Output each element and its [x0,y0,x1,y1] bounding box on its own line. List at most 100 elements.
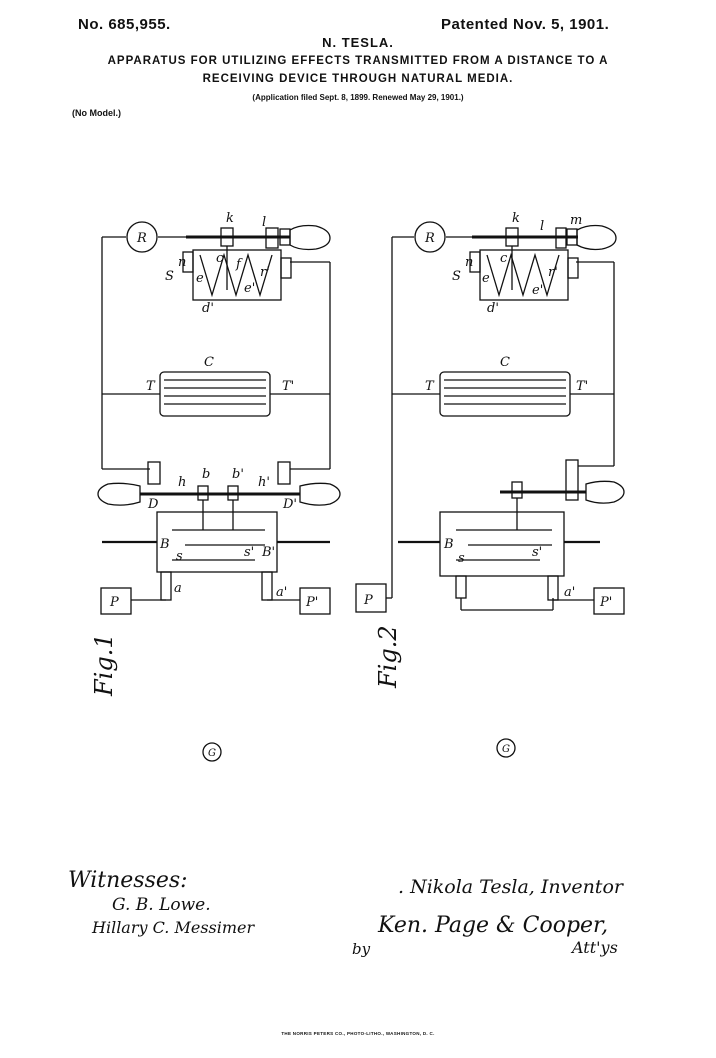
fig2-lower-post-right [565,459,579,501]
fig2-label-m: m [570,213,582,228]
fig2-label-d: d' [487,301,499,316]
fig2-upper-handle [576,224,617,251]
fig1-label-B2: B' [261,545,275,560]
fig1-label-S: S [165,269,174,284]
application-dates: (Application filed Sept. 8, 1899. Renewe… [252,93,464,102]
fig1-lower-handle-left [97,482,141,506]
fig1-post-a2 [261,571,273,601]
fig2-label-P: P [363,593,373,608]
fig2-label-e: e [482,271,490,286]
patent-number: No. 685,955. [78,16,171,33]
witness-signature-2: Hillary C. Messimer [92,918,255,937]
patent-drawing: R S n e k l c f e' d' r' C T T' D h b b'… [90,211,625,762]
fig2-label-B: B [443,537,454,552]
fig1-label-a: a [174,581,182,596]
fig2-plate-p2 [593,587,625,615]
fig1-label-P2: P' [305,595,318,610]
fig1-label-h2: h' [258,475,270,490]
fig1-lower-box [156,511,278,573]
fig2-label-S: S [452,269,461,284]
fig1-label-a2: a' [276,585,287,600]
fig1-lower-handle-right [299,482,341,506]
fig2-post-a [455,575,467,599]
fig2-upper-clamp2 [555,227,567,249]
figure-1: R S n e k l c f e' d' r' C T T' D h b b'… [90,211,341,762]
fig2-zigzag-spring [486,252,560,298]
figure-2: R S n e k l m c e' d' r' C T T' B s s' P… [355,211,625,758]
fig2-post-a2 [547,575,559,601]
fig1-label-l: l [262,215,266,230]
fig2-label-e2: e' [532,283,543,298]
fig1-zigzag-spring [199,252,273,298]
fig2-label-k: k [512,211,520,226]
fig1-label-s: s [176,549,183,564]
fig1-label-r: r' [260,265,270,280]
fig2-label-a2: a' [564,585,575,600]
fig1-label-C: C [204,355,214,370]
fig2-label-r: r' [548,265,558,280]
fig1-label-T: T [146,379,156,394]
patent-title-line2: RECEIVING DEVICE THROUGH NATURAL MEDIA. [202,73,514,85]
fig1-plate-p [100,587,132,615]
printer-credit: THE NORRIS PETERS CO., PHOTO-LITHO., WAS… [281,1031,435,1036]
fig2-label-C: C [500,355,510,370]
fig1-label-T2: T' [282,379,294,394]
fig2-label-R: R [424,231,435,246]
fig1-relay [126,221,158,253]
fig2-upper-right-post [567,257,579,279]
fig1-label-k: k [226,211,234,226]
inventor-signature: . Nikola Tesla, Inventor [398,876,623,898]
fig1-label-R: R [136,231,147,246]
fig1-upper-left-post [182,251,194,273]
fig2-label-l: l [540,219,544,234]
fig1-label-b2: b' [232,467,244,482]
witnesses-heading: Witnesses: [68,868,188,893]
fig2-upper-left-post [469,251,481,273]
model-note: (No Model.) [72,108,121,118]
fig2-label-s: s [458,551,465,566]
fig1-upper-handle [289,224,331,251]
fig1-label-D: D [147,497,159,512]
fig2-lower-handle [585,480,625,504]
attorney-signature: Ken. Page & Cooper, [378,913,609,938]
inventor-name-header: N. TESLA. [322,35,394,50]
fig2-label-G: G [502,744,510,755]
fig2-coil [439,371,571,417]
fig1-label-d: d' [202,301,214,316]
fig1-label-c: c [216,251,224,266]
by-label: by [352,940,371,958]
attorneys-label: Att'ys [572,938,618,957]
fig1-label-f: f [235,257,243,272]
fig1-coil [159,371,271,417]
fig2-label-s2: s' [532,545,542,560]
patent-date: Patented Nov. 5, 1901. [441,16,610,33]
fig1-plate-p2 [299,587,331,615]
fig2-lower-clamp [511,481,523,499]
fig1-upper-clamp2 [265,227,279,249]
fig1-lower-post-left [147,461,161,485]
fig1-label-G: G [208,748,216,759]
fig1-label-n: n [178,255,186,270]
fig2-label-c: c [500,251,508,266]
fig1-label-h: h [178,475,186,490]
fig2-caption: Fig.2 [374,625,402,689]
fig1-label-b: b [202,467,210,482]
fig2-ground-symbol [496,738,516,758]
fig2-label-T2: T' [576,379,588,394]
fig1-label-s2: s' [244,545,254,560]
fig1-label-P: P [109,595,119,610]
fig2-label-n: n [465,255,473,270]
fig2-relay [414,221,446,253]
fig1-lower-post-right [277,461,291,485]
fig1-caption: Fig.1 [90,633,118,697]
fig1-label-B: B [159,537,170,552]
patent-title-line1: APPARATUS FOR UTILIZING EFFECTS TRANSMIT… [107,55,609,67]
fig1-upper-right-post [280,257,292,279]
fig1-label-D2: D' [282,497,297,512]
fig1-label-e2: e' [244,281,255,296]
fig2-label-P2: P' [599,595,612,610]
witness-signature-1: G. B. Lowe. [112,895,211,915]
fig1-ground-symbol [202,742,222,762]
fig2-lower-box [439,511,565,577]
fig1-post-a [160,571,172,601]
